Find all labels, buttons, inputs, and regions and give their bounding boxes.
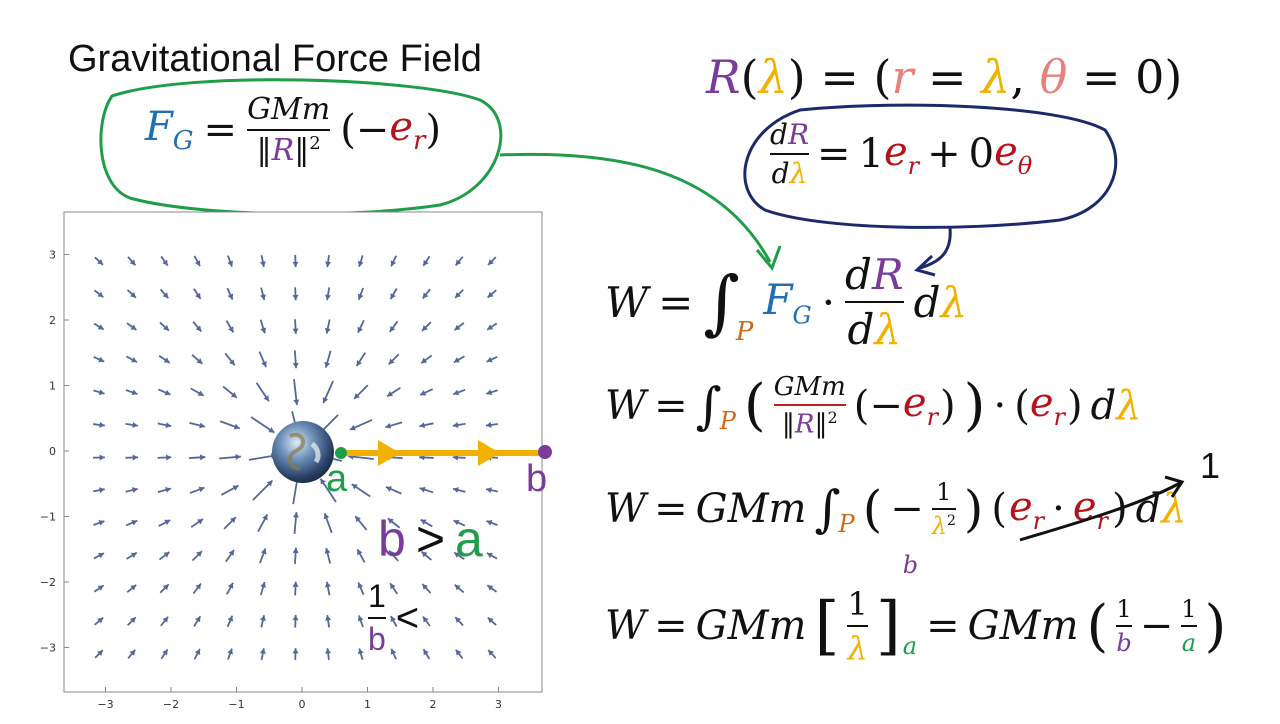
x-tick-label: 2 xyxy=(430,698,437,711)
y-tick-label: −1 xyxy=(40,511,56,524)
y-tick-label: 2 xyxy=(49,314,56,327)
b-greater-than-a: b>a xyxy=(378,510,483,568)
vector-field-svg: −3 −2 −1 0 1 2 3 3 2 1 0 −1 −2 −3 xyxy=(0,200,560,720)
work-equation-2: W=∫P ( GMm‖R‖2 (−er) )· (er) dλ xyxy=(605,372,1142,440)
label-b: b xyxy=(526,458,547,501)
y-tick-label: −2 xyxy=(40,576,56,589)
x-tick-label: 0 xyxy=(299,698,306,711)
y-tick-label: 0 xyxy=(49,445,56,458)
y-tick-label: 3 xyxy=(49,249,56,262)
earth-icon xyxy=(272,421,334,483)
handwritten-one: 1 xyxy=(1200,445,1220,487)
label-a: a xyxy=(326,458,347,501)
force-equation: FG = GMm ‖R‖2 (−er) xyxy=(145,92,441,168)
x-tick-label: −3 xyxy=(97,698,113,711)
point-b xyxy=(538,445,552,459)
x-tick-label: 3 xyxy=(495,698,502,711)
y-tick-label: 1 xyxy=(49,380,56,393)
force-vector: FG xyxy=(145,104,194,156)
y-tick-label: −3 xyxy=(40,642,56,655)
vector-field-plot: −3 −2 −1 0 1 2 3 3 2 1 0 −1 −2 −3 xyxy=(0,200,560,720)
path-equation: R(λ) = (r = λ, θ = 0) xyxy=(706,50,1182,104)
x-tick-label: −2 xyxy=(163,698,179,711)
force-fraction: GMm ‖R‖2 xyxy=(247,92,330,168)
x-tick-label: −1 xyxy=(228,698,244,711)
x-tick-label: 1 xyxy=(364,698,371,711)
